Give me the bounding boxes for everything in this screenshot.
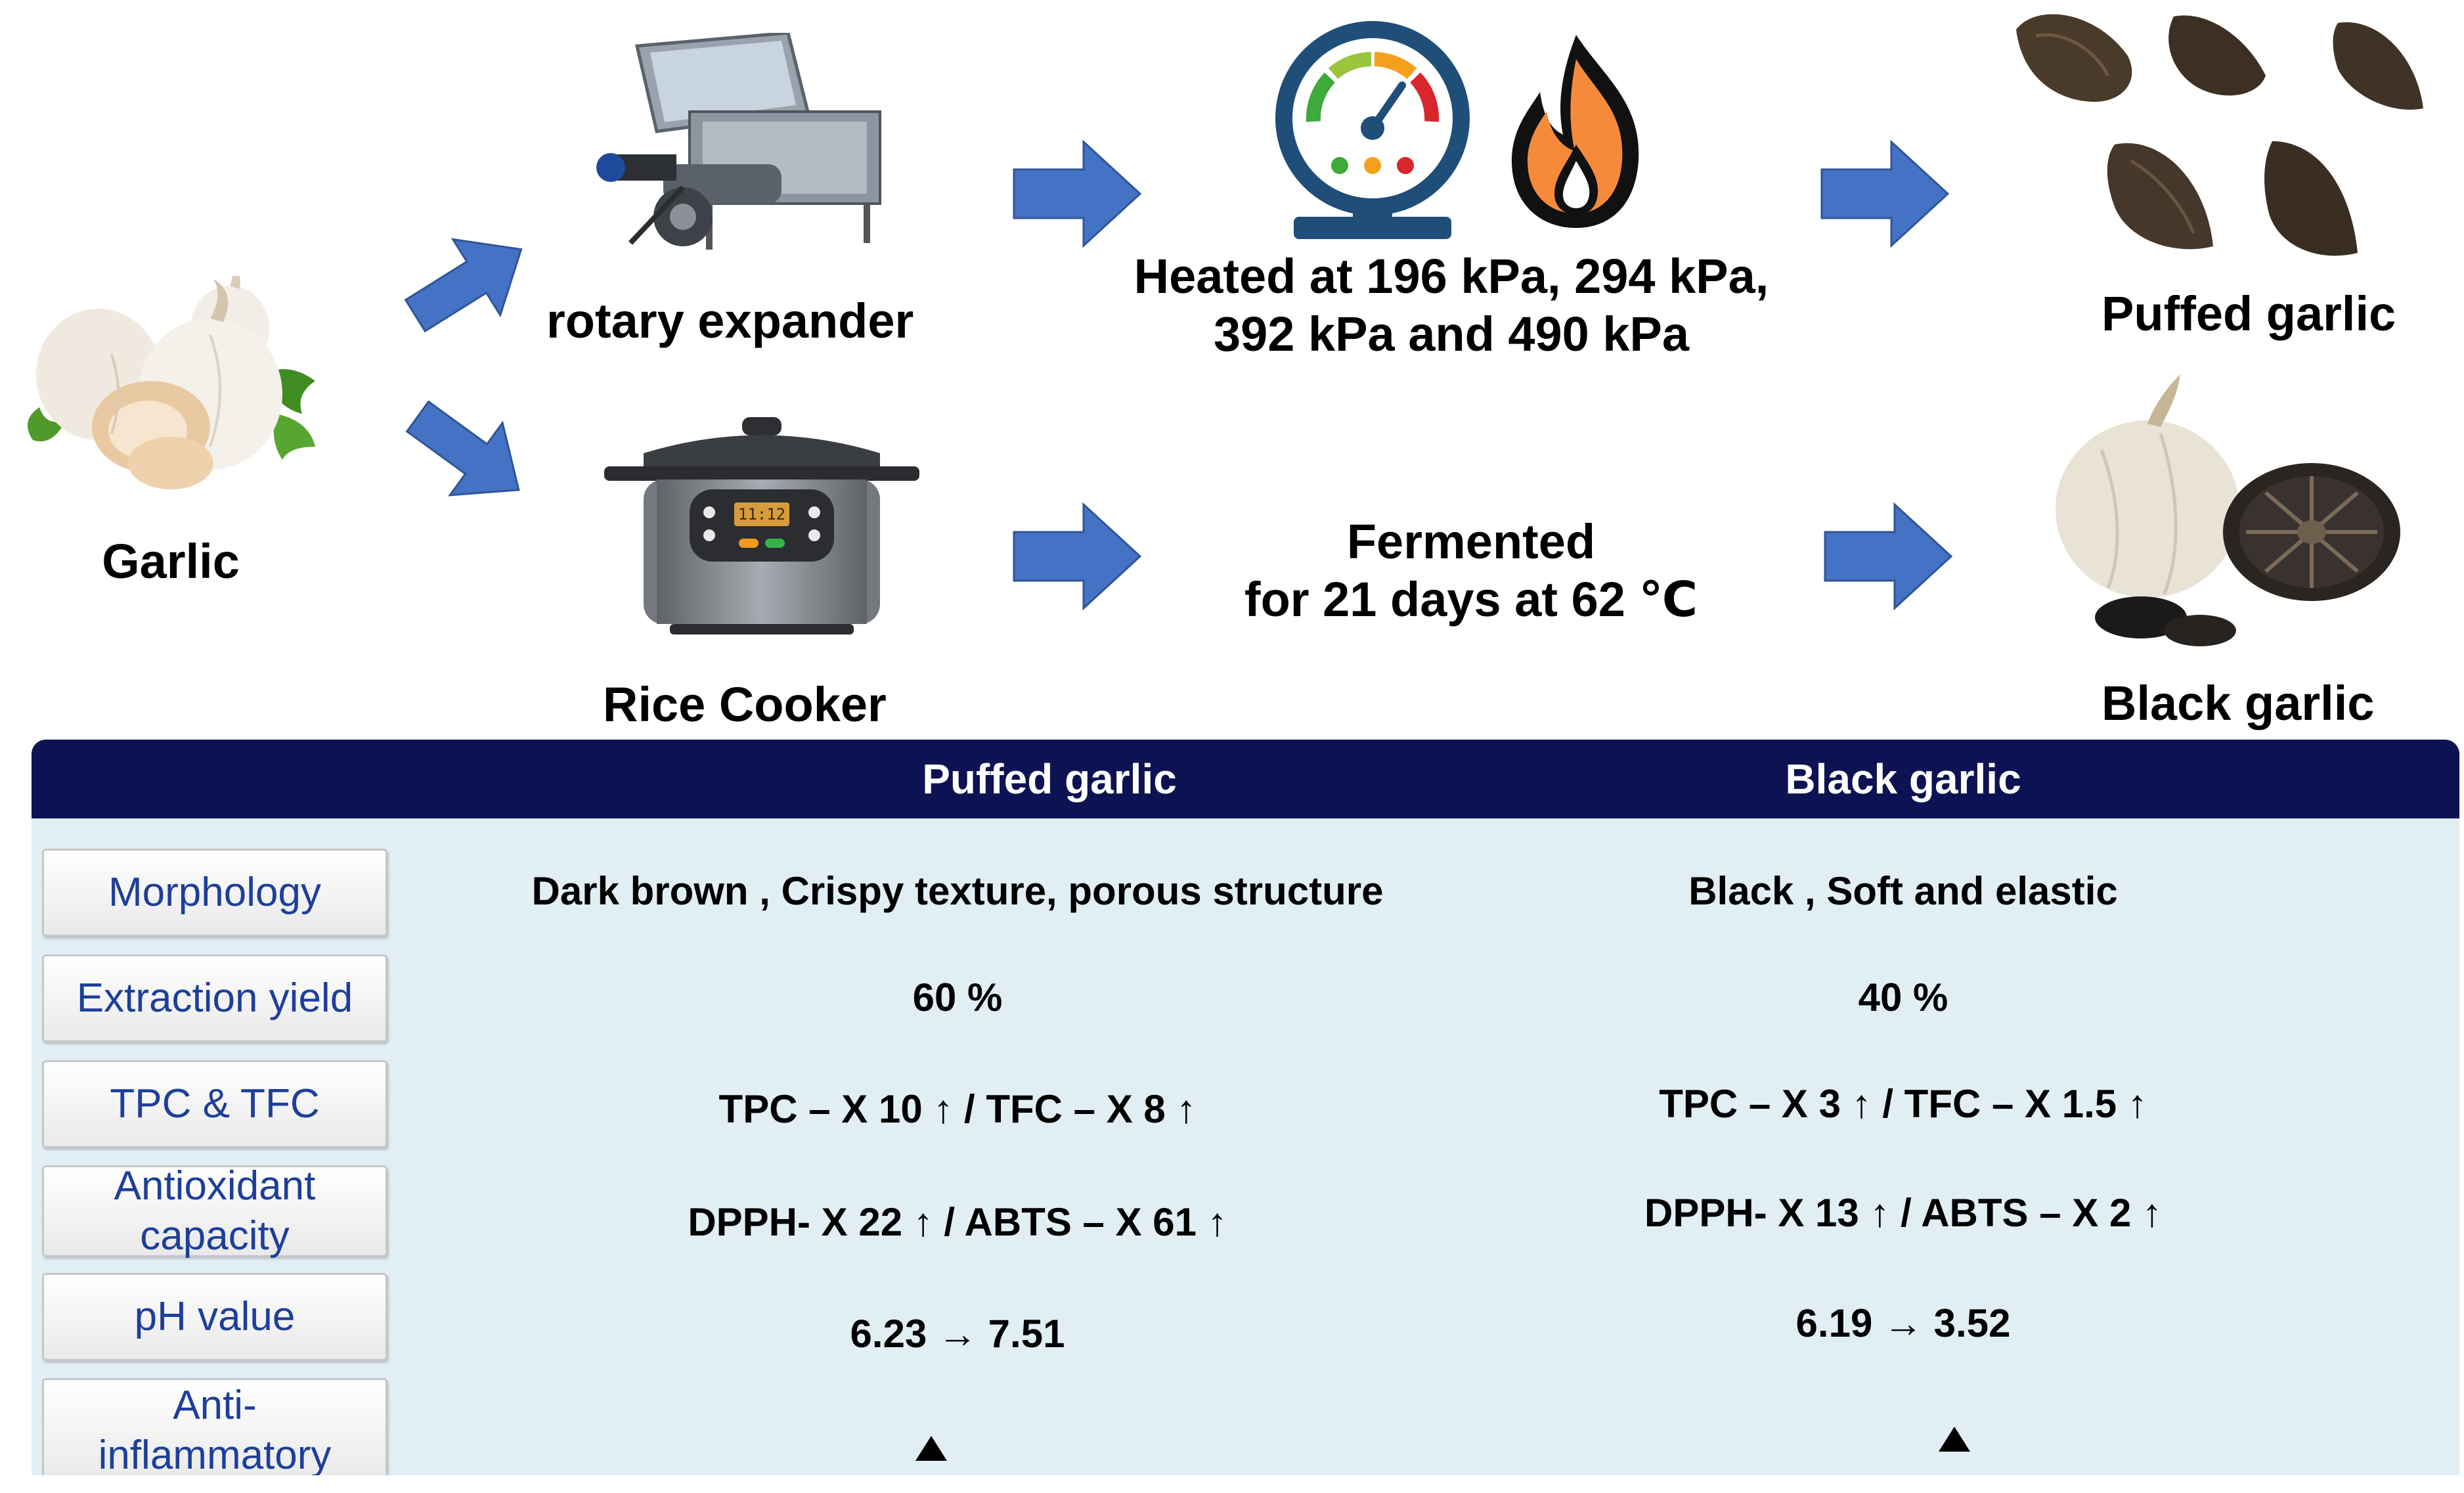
puffed-ph-value: 6.23 → 7.51 [850, 1312, 1065, 1356]
column-header-black: Black garlic [1785, 755, 2021, 803]
row-label-ph-value: pH value [42, 1273, 387, 1361]
column-header-puffed: Puffed garlic [922, 755, 1177, 803]
arrow-right-icon [1820, 139, 1950, 248]
puffed-morphology: Dark brown , Crispy texture, porous stru… [531, 869, 1384, 913]
black-garlic-label: Black garlic [2101, 676, 2375, 730]
rice-cooker-icon: 11:12 [604, 417, 919, 635]
row-label-anti-inflammatory: Anti- inflammatory [42, 1378, 387, 1475]
rotary-expander-icon [596, 33, 881, 250]
comparison-panel: Puffed garlic Black garlic Morphology Ex… [32, 740, 2459, 1475]
row-label-morphology: Morphology [42, 849, 387, 937]
heated-condition-line1: Heated at 196 kPa, 294 kPa, [1133, 249, 1769, 303]
arrow-right-icon [405, 400, 520, 497]
cooker-display: 11:12 [738, 505, 785, 524]
puffed-garlic-icon [2016, 14, 2423, 256]
row-label-antioxidant-line2: capacity [140, 1213, 290, 1259]
black-morphology: Black , Soft and elastic [1688, 869, 2118, 913]
row-label-anti-line2: inflammatory [98, 1433, 332, 1475]
garlic-icon [28, 276, 315, 489]
black-garlic-icon [2056, 374, 2400, 646]
black-ph-value: 6.19 → 3.52 [1795, 1301, 2011, 1345]
arrow-right-icon [1013, 502, 1142, 611]
rotary-expander-label: rotary expander [546, 294, 914, 348]
fermented-condition-line2: for 21 days at 62 ℃ [1244, 572, 1698, 627]
arrow-right-icon [1013, 139, 1142, 248]
comparison-header: Puffed garlic Black garlic [32, 740, 2459, 818]
fermented-condition-line1: Fermented [1346, 514, 1596, 569]
row-label-antioxidant-line1: Antioxidant [114, 1163, 316, 1209]
row-label-extraction-yield: Extraction yield [42, 954, 387, 1042]
heated-condition-line2: 392 kPa and 490 kPa [1213, 307, 1690, 361]
puffed-antioxidant: DPPH- X 22 ↑ / ABTS – X 61 ↑ [688, 1200, 1227, 1244]
row-label-anti-line1: Anti- [173, 1383, 257, 1428]
arrow-right-icon [404, 238, 523, 333]
pressure-gauge-icon [1275, 21, 1470, 239]
row-label-tpc-tfc: TPC & TFC [42, 1060, 387, 1148]
row-label-antioxidant-capacity: Antioxidant capacity [42, 1163, 387, 1259]
black-extraction-yield: 40 % [1858, 975, 1948, 1019]
arrow-right-icon [1824, 502, 1953, 611]
puffed-garlic-label: Puffed garlic [2101, 286, 2396, 341]
black-tpc-tfc: TPC – X 3 ↑ / TFC – X 1.5 ↑ [1659, 1082, 2147, 1126]
triangle-up-icon [1939, 1427, 1970, 1452]
garlic-label: Garlic [102, 534, 240, 589]
black-antioxidant: DPPH- X 13 ↑ / ABTS – X 2 ↑ [1644, 1191, 2162, 1235]
puffed-tpc-tfc: TPC – X 10 ↑ / TFC – X 8 ↑ [718, 1087, 1197, 1131]
puffed-extraction-yield: 60 % [912, 975, 1003, 1019]
flame-icon [1512, 35, 1639, 228]
triangle-up-icon [915, 1436, 947, 1461]
rice-cooker-label: Rice Cooker [603, 677, 887, 732]
